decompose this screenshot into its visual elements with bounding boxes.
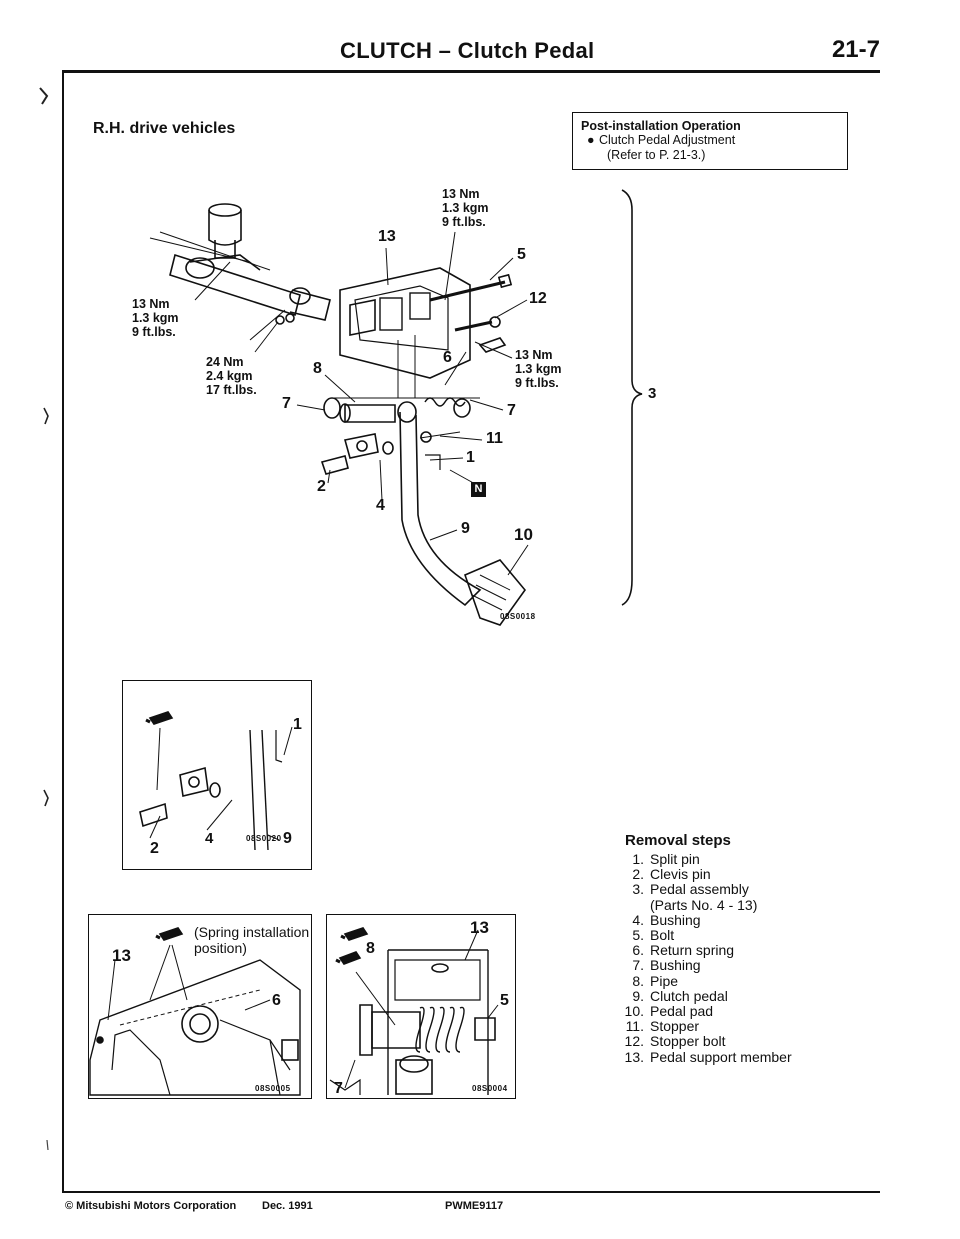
inset3-callout-7: 7 <box>334 1080 343 1097</box>
figure-code-inset1: 08S0020 <box>246 834 282 843</box>
removal-steps-list: 1.Split pin 2.Clevis pin 3.Pedal assembl… <box>620 851 792 1065</box>
list-item: 13.Pedal support member <box>624 1048 792 1065</box>
page-title: CLUTCH – Clutch Pedal <box>340 38 595 63</box>
list-item: (Parts No. 4 - 13) <box>650 896 758 913</box>
list-item: 2.Clevis pin <box>632 866 711 883</box>
inset3-callout-13: 13 <box>470 918 489 937</box>
inset2-note: (Spring installation position) <box>194 924 310 956</box>
inset2-callout-13: 13 <box>112 946 131 965</box>
n-mark-icon: N <box>471 482 486 497</box>
page-number: 21-7 <box>831 36 880 63</box>
figure-code-inset2: 08S0005 <box>255 1084 291 1093</box>
list-item: 7.Bushing <box>632 957 701 974</box>
callout-2: 2 <box>317 478 326 495</box>
figure-code-inset3: 08S0004 <box>472 1084 508 1093</box>
list-item: 8.Pipe <box>632 972 679 989</box>
list-item: 5.Bolt <box>632 927 675 944</box>
post-installation-item-text: Clutch Pedal Adjustment <box>599 133 736 148</box>
inset1-callout-4: 4 <box>205 830 214 847</box>
list-item: 11.Stopper <box>625 1018 700 1035</box>
callout-1: 1 <box>466 449 475 466</box>
inset1-callout-1: 1 <box>293 716 302 733</box>
left-margin-rule <box>62 70 64 1192</box>
inset1-callout-2: 2 <box>150 840 159 857</box>
callout-13: 13 <box>378 228 396 245</box>
list-item: 9.Clutch pedal <box>632 987 728 1004</box>
footer-copyright: © Mitsubishi Motors Corporation <box>65 1200 237 1212</box>
brace-label-3: 3 <box>648 385 657 402</box>
header-rule <box>62 70 880 73</box>
callout-10: 10 <box>514 525 533 544</box>
callout-8: 8 <box>313 360 322 377</box>
torque-top: 13 Nm 1.3 kgm 9 ft.lbs. <box>442 187 489 229</box>
inset-spring <box>88 914 312 1099</box>
torque-left: 13 Nm 1.3 kgm 9 ft.lbs. <box>132 297 179 339</box>
callout-11: 11 <box>486 430 503 447</box>
bullet-icon: ● <box>587 133 595 148</box>
callout-7-left: 7 <box>282 395 291 412</box>
inset2-callout-6: 6 <box>272 992 281 1009</box>
footer-code: PWME9117 <box>445 1200 504 1212</box>
list-item: 6.Return spring <box>632 942 735 959</box>
torque-mid: 24 Nm 2.4 kgm 17 ft.lbs. <box>206 355 257 397</box>
figure-code-main: 08S0018 <box>500 612 536 621</box>
list-item: 1.Split pin <box>632 851 700 867</box>
list-item: 10.Pedal pad <box>624 1003 714 1020</box>
section-subheading: R.H. drive vehicles <box>93 120 236 137</box>
callout-5: 5 <box>517 246 526 263</box>
callout-7-right: 7 <box>507 402 516 419</box>
torque-right: 13 Nm 1.3 kgm 9 ft.lbs. <box>515 348 562 390</box>
footer-rule <box>62 1191 880 1193</box>
footer-date: Dec. 1991 <box>262 1200 313 1212</box>
callout-9: 9 <box>461 520 470 537</box>
post-installation-box: Post-installation Operation ● Clutch Ped… <box>572 112 848 170</box>
post-installation-ref: (Refer to P. 21-3.) <box>607 147 706 162</box>
post-installation-item: ● Clutch Pedal Adjustment <box>581 133 839 147</box>
inset-pipe <box>326 914 516 1099</box>
inset3-callout-5: 5 <box>500 992 509 1009</box>
inset1-callout-9: 9 <box>283 830 292 847</box>
callout-12: 12 <box>529 290 547 307</box>
callout-6: 6 <box>443 349 452 366</box>
list-item: 3.Pedal assembly <box>632 881 749 898</box>
list-item: 12.Stopper bolt <box>624 1033 726 1050</box>
callout-4: 4 <box>376 497 385 514</box>
removal-steps-title: Removal steps <box>625 832 731 849</box>
list-item: 4.Bushing <box>632 911 701 928</box>
inset3-callout-8: 8 <box>366 940 375 957</box>
inset-clevis <box>122 680 312 870</box>
post-installation-title: Post-installation Operation <box>581 119 741 133</box>
